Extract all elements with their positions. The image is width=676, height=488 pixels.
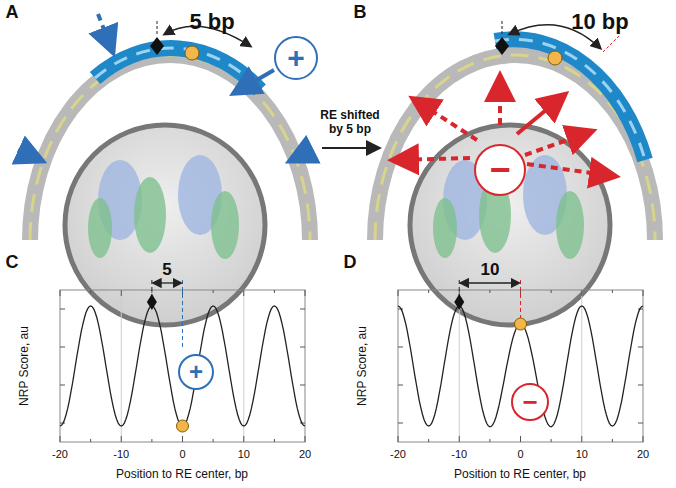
axis-tick (612, 290, 613, 293)
axis-tick (243, 290, 244, 296)
plot-frame (398, 290, 643, 442)
label: Position to RE center, bp (454, 467, 586, 481)
axis-tick (638, 423, 643, 424)
axis-tick (90, 439, 91, 442)
label: 0 (517, 448, 523, 460)
label: 10 (238, 448, 250, 460)
label: 5 (162, 260, 171, 280)
label: 10 bp (571, 9, 628, 35)
axis-tick (398, 436, 399, 442)
sign-text: + (189, 360, 203, 384)
axis-tick (581, 290, 582, 296)
nucleosome-b (375, 20, 655, 325)
label: 10 (481, 260, 500, 280)
label: C (6, 252, 19, 273)
marker-line (459, 280, 460, 296)
axis-tick (182, 436, 183, 442)
line-plot (60, 280, 305, 442)
axis-tick (305, 436, 306, 442)
axis-tick (398, 290, 399, 296)
axis-tick (428, 439, 429, 442)
distance-arrow (154, 282, 181, 283)
grid-line (243, 290, 244, 442)
sign-circle: − (511, 383, 549, 421)
axis-tick (60, 290, 61, 296)
label: NRP Score, au (17, 326, 31, 406)
distance-arrow (461, 282, 518, 283)
sign-circle: − (474, 144, 526, 196)
axis-tick (638, 347, 643, 348)
axis-tick (551, 290, 552, 293)
axis-tick (151, 439, 152, 442)
label: B (354, 2, 367, 23)
line-plot (398, 280, 643, 442)
re-dot (177, 420, 189, 432)
axis-tick (60, 309, 65, 310)
marker-line (151, 280, 152, 296)
axis-tick (581, 436, 582, 442)
label: -10 (113, 448, 129, 460)
sign-circle: + (274, 36, 318, 80)
axis-tick (638, 385, 643, 386)
axis-tick (459, 436, 460, 442)
axis-tick (300, 309, 305, 310)
axis-tick (398, 347, 403, 348)
label: A (6, 2, 19, 23)
label: RE shifted by 5 bp (315, 108, 385, 137)
sign-circle: + (178, 354, 214, 390)
sign-text: + (287, 43, 305, 73)
axis-tick (489, 290, 490, 293)
label: 20 (637, 448, 649, 460)
axis-tick (643, 436, 644, 442)
marker-line (182, 280, 183, 350)
axis-tick (121, 436, 122, 442)
axis-tick (398, 385, 403, 386)
axis-tick (489, 439, 490, 442)
sign-text: − (489, 152, 510, 188)
axis-tick (398, 423, 403, 424)
diamond-marker (147, 294, 157, 310)
diamond-marker (454, 294, 464, 310)
label: 10 (576, 448, 588, 460)
axis-tick (60, 347, 65, 348)
label: -20 (52, 448, 68, 460)
axis-tick (90, 290, 91, 293)
axis-tick (274, 290, 275, 293)
axis-tick (305, 290, 306, 296)
label: 5 bp (189, 9, 234, 35)
grid-line (459, 290, 460, 442)
axis-tick (612, 439, 613, 442)
sign-text: − (522, 389, 537, 415)
axis-tick (300, 385, 305, 386)
axis-tick (300, 347, 305, 348)
axis-tick (213, 439, 214, 442)
axis-tick (551, 439, 552, 442)
score-curve (398, 306, 643, 427)
label: NRP Score, au (355, 326, 369, 406)
axis-tick (243, 436, 244, 442)
plot-frame (60, 290, 305, 442)
grid-line (581, 290, 582, 442)
axis-tick (428, 290, 429, 293)
label: Position to RE center, bp (116, 467, 248, 481)
label: 20 (299, 448, 311, 460)
axis-tick (60, 385, 65, 386)
label: -20 (390, 448, 406, 460)
nucleosome-a (18, 14, 312, 325)
label: 0 (179, 448, 185, 460)
label: -10 (451, 448, 467, 460)
label: D (344, 252, 357, 273)
axis-tick (643, 290, 644, 296)
axis-tick (121, 290, 122, 296)
re-dot (515, 318, 527, 330)
axis-tick (520, 436, 521, 442)
grid-line (121, 290, 122, 442)
axis-tick (60, 436, 61, 442)
axis-tick (274, 439, 275, 442)
axis-tick (213, 290, 214, 293)
